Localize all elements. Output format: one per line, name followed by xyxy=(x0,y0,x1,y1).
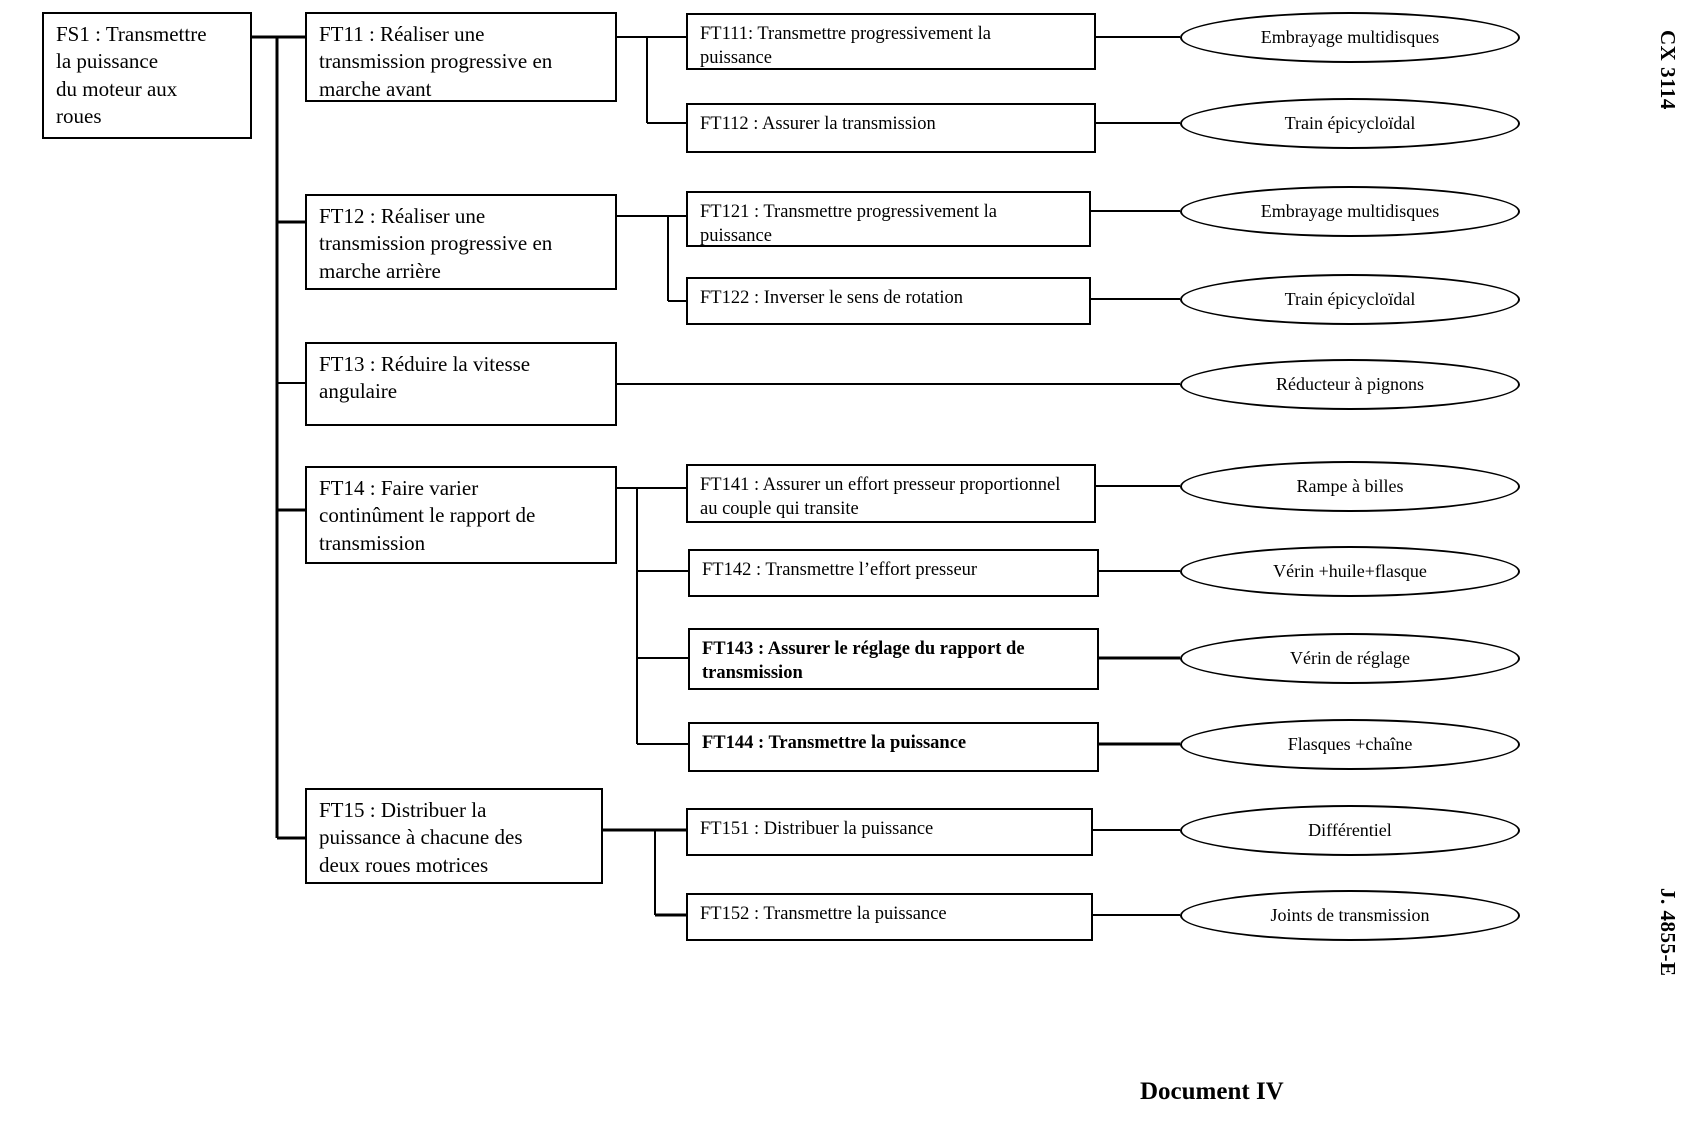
node-ft111[interactable]: FT111: Transmettre progressivement la pu… xyxy=(686,13,1096,70)
solution-embrayage-multidisques-1[interactable]: Embrayage multidisques xyxy=(1180,12,1520,63)
node-ft143[interactable]: FT143 : Assurer le réglage du rapport de… xyxy=(688,628,1099,690)
solution-rampe-a-billes[interactable]: Rampe à billes xyxy=(1180,461,1520,512)
solution-verin-de-reglage[interactable]: Vérin de réglage xyxy=(1180,633,1520,684)
side-label-bottom-text: J. 4855-E xyxy=(1656,888,1680,977)
node-ft143-label: FT143 : Assurer le réglage du rapport de… xyxy=(702,639,1025,684)
side-label-bottom: J. 4855-E xyxy=(1655,888,1680,977)
node-ft122[interactable]: FT122 : Inverser le sens de rotation xyxy=(686,277,1091,325)
node-ft141[interactable]: FT141 : Assurer un effort presseur propo… xyxy=(686,464,1096,523)
node-ft15[interactable]: FT15 : Distribuer la puissance à chacune… xyxy=(305,788,603,884)
node-ft12-label: FT12 : Réaliser une transmission progres… xyxy=(319,204,553,283)
solution-flasques-chaine[interactable]: Flasques +chaîne xyxy=(1180,719,1520,770)
node-ft142-label: FT142 : Transmettre l’effort presseur xyxy=(702,560,978,580)
node-ft121-label: FT121 : Transmettre progressivement la p… xyxy=(700,202,997,247)
node-ft152[interactable]: FT152 : Transmettre la puissance xyxy=(686,893,1093,941)
solution-label: Rampe à billes xyxy=(1296,476,1404,496)
node-ft121[interactable]: FT121 : Transmettre progressivement la p… xyxy=(686,191,1091,247)
node-ft15-label: FT15 : Distribuer la puissance à chacune… xyxy=(319,798,523,877)
node-ft122-label: FT122 : Inverser le sens de rotation xyxy=(700,288,964,308)
solution-label: Vérin +huile+flasque xyxy=(1273,561,1427,581)
node-ft11-label: FT11 : Réaliser une transmission progres… xyxy=(319,22,553,101)
node-ft152-label: FT152 : Transmettre la puissance xyxy=(700,904,947,924)
node-ft112[interactable]: FT112 : Assurer la transmission xyxy=(686,103,1096,153)
node-ft14-label: FT14 : Faire varier continûment le rappo… xyxy=(319,476,536,555)
node-fs1-label: FS1 : Transmettre la puissance du moteur… xyxy=(56,22,207,128)
side-label-top-text: CX 3114 xyxy=(1656,30,1680,110)
node-ft142[interactable]: FT142 : Transmettre l’effort presseur xyxy=(688,549,1099,597)
solution-reducteur-a-pignons[interactable]: Réducteur à pignons xyxy=(1180,359,1520,410)
node-ft14[interactable]: FT14 : Faire varier continûment le rappo… xyxy=(305,466,617,564)
solution-label: Train épicycloïdal xyxy=(1284,113,1416,133)
solution-embrayage-multidisques-2[interactable]: Embrayage multidisques xyxy=(1180,186,1520,237)
document-caption: Document IV xyxy=(1140,1078,1284,1106)
solution-joints-de-transmission[interactable]: Joints de transmission xyxy=(1180,890,1520,941)
solution-label: Réducteur à pignons xyxy=(1276,374,1424,394)
solution-differentiel[interactable]: Différentiel xyxy=(1180,805,1520,856)
solution-label: Différentiel xyxy=(1308,820,1392,840)
node-ft141-label: FT141 : Assurer un effort presseur propo… xyxy=(700,475,1061,520)
solution-label: Joints de transmission xyxy=(1270,905,1430,925)
node-ft111-label: FT111: Transmettre progressivement la pu… xyxy=(700,24,991,69)
node-ft112-label: FT112 : Assurer la transmission xyxy=(700,114,936,134)
solution-label: Embrayage multidisques xyxy=(1260,201,1440,221)
solution-verin-huile-flasque[interactable]: Vérin +huile+flasque xyxy=(1180,546,1520,597)
node-ft13[interactable]: FT13 : Réduire la vitesse angulaire xyxy=(305,342,617,426)
solution-train-epicycloidal-2[interactable]: Train épicycloïdal xyxy=(1180,274,1520,325)
solution-train-epicycloidal-1[interactable]: Train épicycloïdal xyxy=(1180,98,1520,149)
document-caption-text: Document IV xyxy=(1140,1078,1284,1105)
node-ft151[interactable]: FT151 : Distribuer la puissance xyxy=(686,808,1093,856)
solution-label: Flasques +chaîne xyxy=(1287,734,1413,754)
node-ft144[interactable]: FT144 : Transmettre la puissance xyxy=(688,722,1099,772)
solution-label: Vérin de réglage xyxy=(1290,648,1410,668)
node-ft151-label: FT151 : Distribuer la puissance xyxy=(700,819,934,839)
solution-label: Train épicycloïdal xyxy=(1284,289,1416,309)
node-fs1[interactable]: FS1 : Transmettre la puissance du moteur… xyxy=(42,12,252,139)
node-ft13-label: FT13 : Réduire la vitesse angulaire xyxy=(319,352,531,404)
node-ft144-label: FT144 : Transmettre la puissance xyxy=(702,733,967,753)
node-ft11[interactable]: FT11 : Réaliser une transmission progres… xyxy=(305,12,617,102)
side-label-top: CX 3114 xyxy=(1655,30,1680,110)
node-ft12[interactable]: FT12 : Réaliser une transmission progres… xyxy=(305,194,617,290)
solution-label: Embrayage multidisques xyxy=(1260,27,1440,47)
